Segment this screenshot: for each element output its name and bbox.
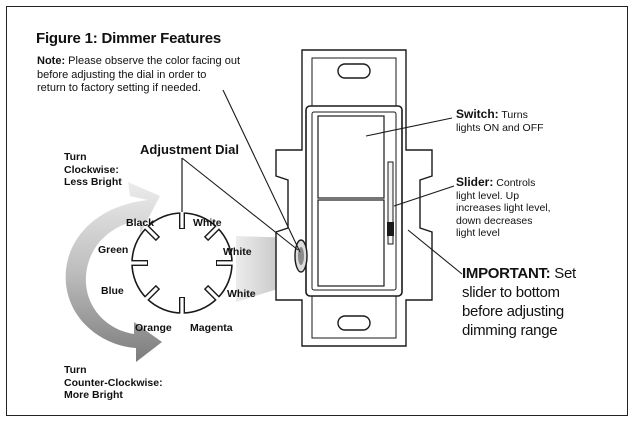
switch-line-1: Turns <box>501 109 528 121</box>
figure-title: Figure 1: Dimmer Features <box>36 30 222 47</box>
dial-label-orange: Orange <box>135 322 172 334</box>
slider-line-4: down decreases <box>456 214 533 227</box>
note-line-1: Please observe the color facing out <box>68 55 240 67</box>
dial-label-blue: Blue <box>101 285 124 297</box>
important-line-3: before adjusting <box>462 303 564 320</box>
important-callout: IMPORTANT: Set slider to bottom before a… <box>462 264 576 340</box>
dial-label-green: Green <box>98 244 129 256</box>
dial-label-white-top: White <box>193 217 222 229</box>
note-line-2: before adjusting the dial in order to <box>37 68 207 81</box>
dial-label-white-right: White <box>223 246 252 258</box>
ccw-line-1: Turn <box>64 364 87 376</box>
slider-callout: Slider: Controls light level. Up increas… <box>456 176 551 240</box>
switch-callout: Switch: Turns lights ON and OFF <box>456 108 544 134</box>
figure-frame <box>6 6 628 416</box>
note-block: Note: Please observe the color facing ou… <box>37 55 240 96</box>
important-line-1: Set <box>554 265 576 282</box>
dial-label-magenta: Magenta <box>190 322 233 334</box>
important-label: IMPORTANT: <box>462 265 551 282</box>
counter-clockwise-label: Turn Counter-Clockwise: More Bright <box>64 364 163 402</box>
slider-line-5: light level <box>456 227 500 239</box>
adjustment-dial <box>131 158 233 314</box>
clockwise-label: Turn Clockwise: Less Bright <box>64 151 122 189</box>
dial-label-white-lower: White <box>227 288 256 300</box>
clockwise-line-2: Clockwise: <box>64 163 119 176</box>
slider-line-3: increases light level, <box>456 202 551 214</box>
slider-callout-label: Slider: <box>456 175 494 189</box>
clockwise-line-1: Turn <box>64 151 87 163</box>
ccw-line-3: More Bright <box>64 389 123 401</box>
important-line-4: dimming range <box>462 322 558 339</box>
dial-title: Adjustment Dial <box>140 142 239 157</box>
leader-lines <box>181 89 463 275</box>
slider-line-1: Controls <box>496 177 536 189</box>
rotation-arrow <box>65 182 162 362</box>
ccw-line-2: Counter-Clockwise: <box>64 376 163 389</box>
important-line-2: slider to bottom <box>462 284 560 301</box>
note-label: Note: <box>37 55 66 67</box>
slider-line-2: light level. Up <box>456 189 520 202</box>
note-line-3: return to factory setting if needed. <box>37 82 201 94</box>
clockwise-line-3: Less Bright <box>64 176 122 188</box>
switch-callout-label: Switch: <box>456 107 499 121</box>
switch-line-2: lights ON and OFF <box>456 121 544 134</box>
dimmer-switch <box>275 49 433 347</box>
dial-label-black: Black <box>126 217 155 229</box>
